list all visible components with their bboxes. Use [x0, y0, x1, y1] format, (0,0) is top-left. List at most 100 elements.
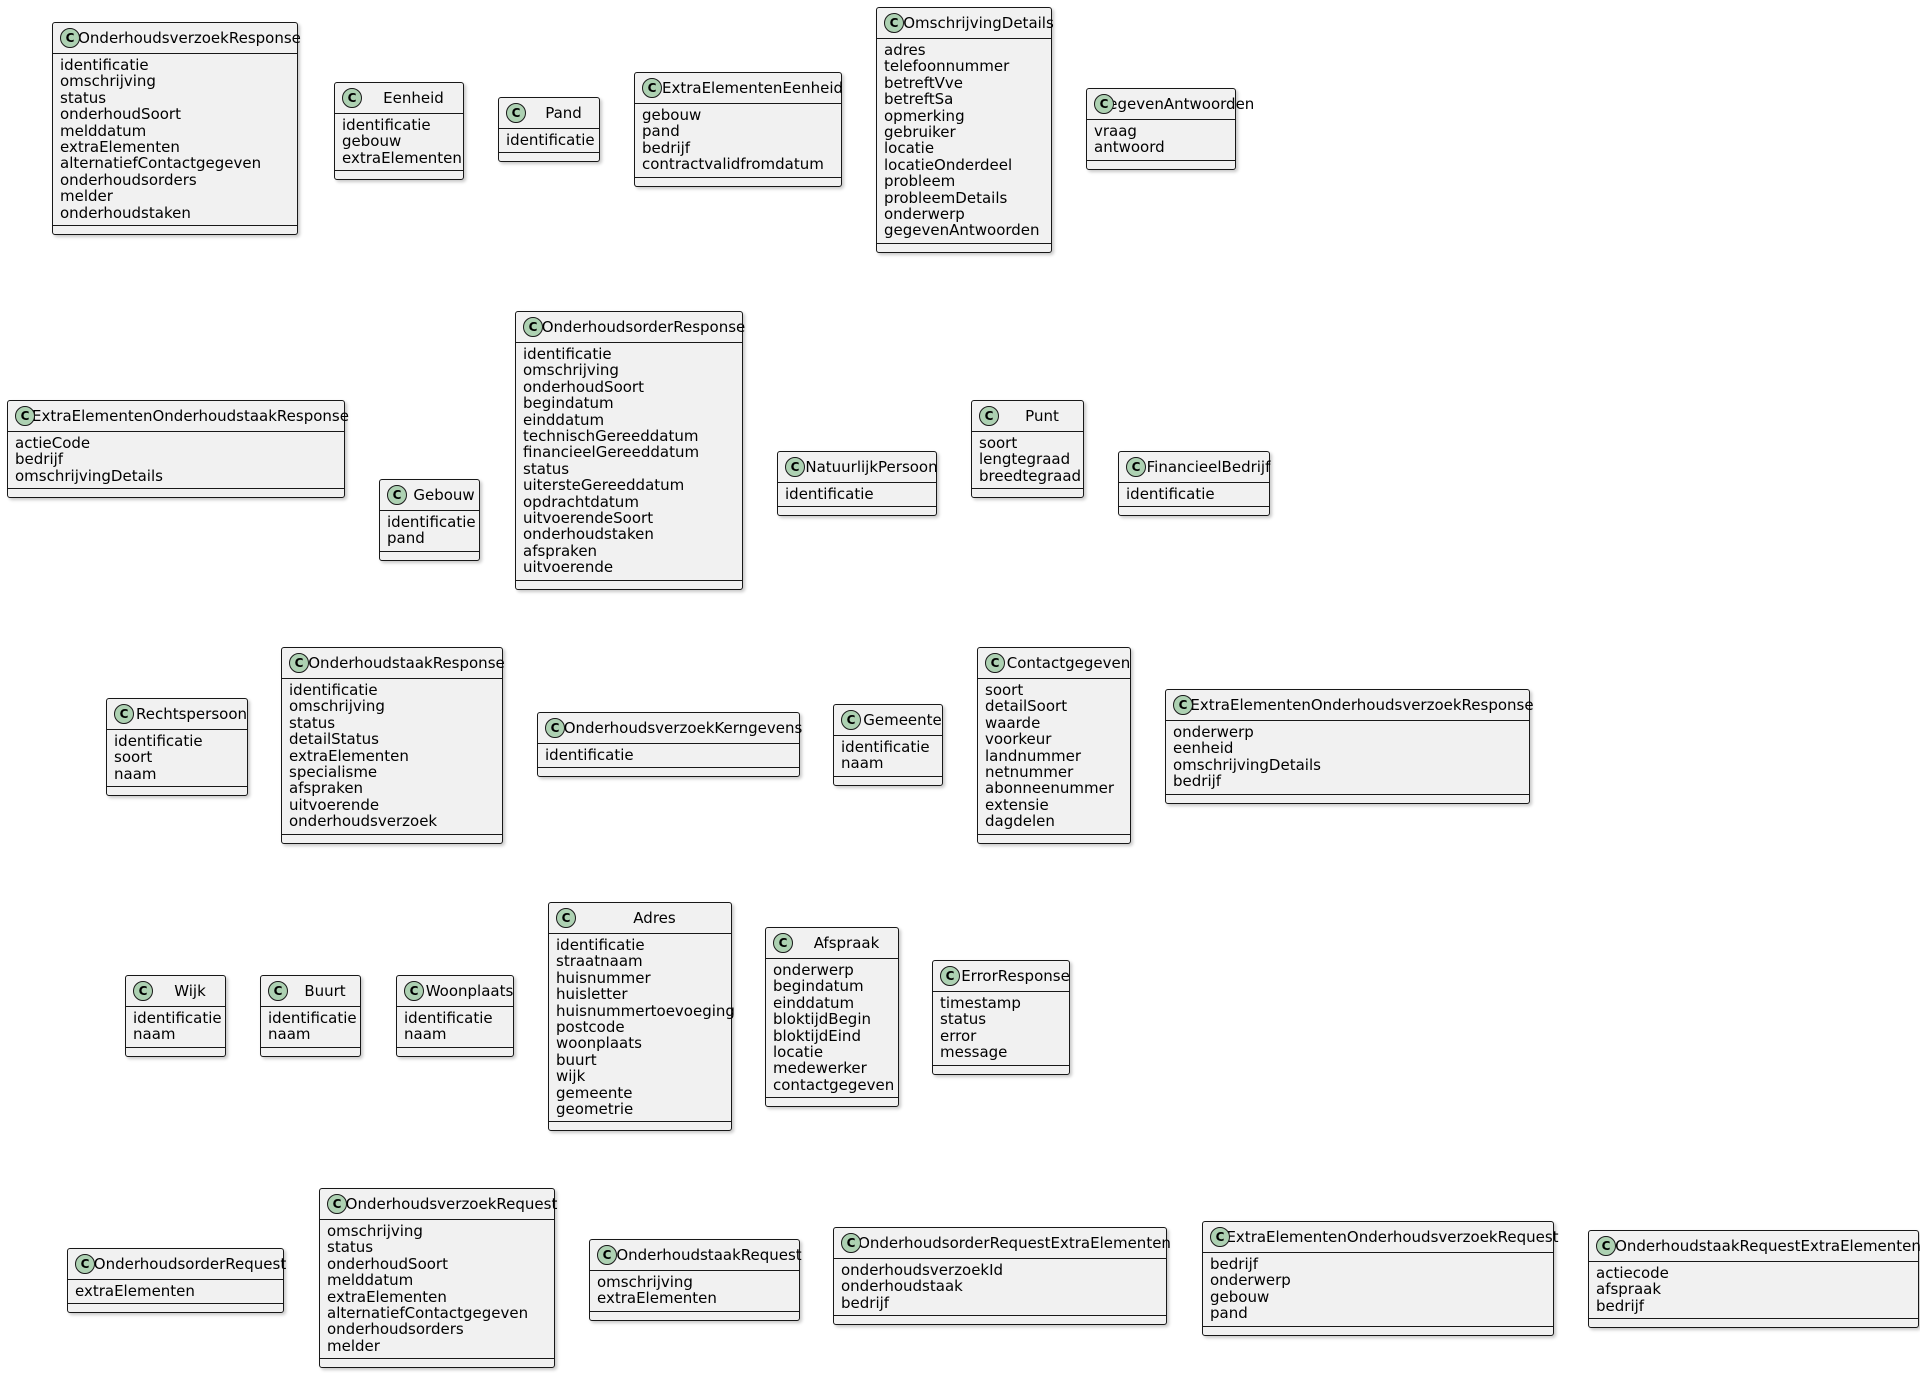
class-methods: [107, 787, 247, 795]
class-methods: [126, 1048, 225, 1056]
class-field: bedrijf: [1173, 772, 1222, 791]
class-field: identificatie: [289, 681, 378, 699]
class-field: dagdelen: [985, 812, 1055, 831]
class-name: ExtraElementenEenheid: [661, 79, 844, 97]
class-field: onderhoudSoort: [523, 377, 644, 396]
class-field: postcode: [556, 1018, 625, 1037]
class-field: naam: [114, 764, 157, 783]
class-methods: [933, 1066, 1069, 1074]
class-field: identificatie: [545, 746, 634, 764]
class-field: woonplaats: [556, 1034, 642, 1053]
class-field: straatnaam: [556, 952, 643, 971]
class-name: OnderhoudstaakRequest: [616, 1246, 802, 1264]
class-field: einddatum: [523, 410, 605, 429]
class-field: identificatie: [506, 131, 595, 149]
class-methods: [766, 1098, 898, 1106]
class-field: waarde: [985, 713, 1041, 732]
class-name: Adres: [633, 909, 676, 927]
class-field: identificatie: [404, 1009, 493, 1027]
class-field: identificatie: [387, 513, 476, 531]
class-field: gemeente: [556, 1083, 633, 1102]
class-name: OnderhoudsorderRequest: [93, 1255, 287, 1273]
class-methods: [380, 552, 479, 560]
class-field: extraElementen: [327, 1287, 447, 1306]
class-name: ExtraElementenOnderhoudsverzoekRequest: [1226, 1228, 1559, 1246]
class-circle-icon: C: [289, 653, 309, 673]
class-field: onderwerp: [773, 961, 854, 979]
class-field: onderhoudstaak: [841, 1277, 963, 1296]
class-name: FinancieelBedrijf: [1146, 458, 1271, 476]
class-circle-icon: C: [1210, 1227, 1230, 1247]
class-name: GegevenAntwoorden: [1096, 95, 1255, 113]
class-circle-icon: C: [940, 966, 960, 986]
class-field: extraElementen: [60, 138, 180, 157]
class-field: omschrijvingDetails: [1173, 755, 1321, 774]
class-field: betreftVve: [884, 73, 963, 92]
class-field: onderhoudstaken: [60, 203, 191, 222]
class-name: OnderhoudsorderRequestExtraElementen: [858, 1234, 1171, 1252]
class-field: omschrijving: [289, 697, 385, 716]
class-name: Pand: [545, 104, 582, 122]
class-name: OnderhoudstaakRequestExtraElementen: [1615, 1237, 1920, 1255]
class-field: onderhoudsorders: [327, 1320, 464, 1339]
class-field: pand: [387, 529, 425, 548]
class-circle-icon: C: [1094, 94, 1114, 114]
class-field: soort: [985, 681, 1024, 699]
class-field: adres: [884, 41, 926, 59]
class-field: wijk: [556, 1067, 586, 1086]
class-field: onderhoudSoort: [327, 1254, 448, 1273]
class-field: contactgegeven: [773, 1075, 895, 1094]
class-field: status: [940, 1010, 987, 1029]
class-field: afspraak: [1596, 1280, 1662, 1299]
class-field: uitvoerende: [289, 795, 380, 814]
class-field: technischGereeddatum: [523, 427, 699, 446]
class-field: identificatie: [342, 116, 431, 134]
class-name: Eenheid: [383, 89, 444, 107]
class-field: breedtegraad: [979, 466, 1082, 485]
class-circle-icon: C: [523, 317, 543, 337]
class-circle-icon: C: [387, 485, 407, 505]
class-field: identificatie: [1126, 485, 1215, 503]
class-circle-icon: C: [884, 13, 904, 33]
class-field: onderhoudsverzoek: [289, 812, 438, 831]
class-circle-icon: C: [342, 88, 362, 108]
class-name: Gemeente: [863, 711, 942, 729]
class-field: abonneenummer: [985, 779, 1114, 798]
class-field: uitvoerendeSoort: [523, 509, 654, 528]
class-field: locatie: [884, 139, 935, 158]
class-fields: identificatie: [1119, 483, 1269, 508]
class-field: pand: [642, 122, 680, 141]
class-circle-icon: C: [985, 653, 1005, 673]
class-field: alternatiefContactgegeven: [327, 1304, 529, 1323]
class-field: bedrijf: [1596, 1296, 1645, 1315]
class-field: identificatie: [841, 738, 930, 756]
